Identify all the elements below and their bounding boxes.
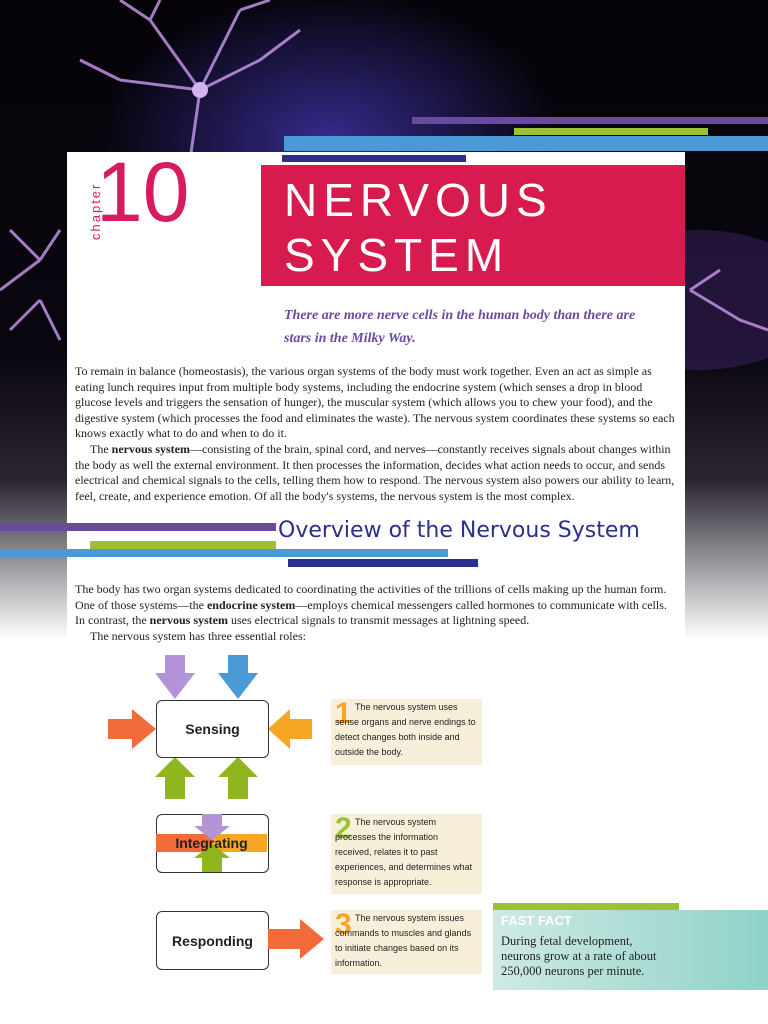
decor-stripe	[0, 523, 276, 531]
role-note-2: 2 The nervous system processes the infor…	[331, 814, 482, 894]
role-note-1: 1 The nervous system uses sense organs a…	[331, 699, 482, 765]
section-paragraph-2: The nervous system has three essential r…	[90, 628, 306, 643]
integrating-label-wrap: Integrating	[156, 814, 267, 871]
chapter-title-line2: SYSTEM	[284, 229, 510, 281]
converging-arrows-icon	[156, 814, 267, 872]
intro-text: To remain in balance (homeostasis), the …	[75, 364, 678, 504]
note-number: 1	[335, 697, 352, 730]
note-text: The nervous system uses sense organs and…	[335, 702, 476, 757]
intro-paragraph-2: The nervous system—consisting of the bra…	[75, 441, 675, 503]
note-text: The nervous system issues commands to mu…	[335, 913, 472, 968]
down-arrow-icon	[218, 655, 258, 699]
right-arrow-icon	[108, 709, 156, 749]
up-arrow-icon	[155, 757, 195, 799]
role-note-3: 3 The nervous system issues commands to …	[331, 910, 482, 974]
left-arrow-icon	[268, 709, 312, 749]
fast-fact-box: FAST FACT During fetal development, neur…	[493, 910, 768, 990]
section-heading: Overview of the Nervous System	[278, 518, 640, 543]
responding-label: Responding	[172, 932, 253, 949]
decor-stripe	[412, 117, 768, 124]
right-arrow-icon	[268, 919, 324, 959]
note-text: The nervous system processes the informa…	[335, 817, 473, 887]
decor-stripe	[90, 541, 276, 549]
pull-quote: There are more nerve cells in the human …	[284, 308, 636, 346]
up-arrow-icon	[218, 757, 258, 799]
chapter-title-line1: NERVOUS	[284, 174, 553, 226]
decor-stripe	[493, 903, 679, 910]
integrating-label: Integrating	[175, 834, 248, 851]
sensing-box: Sensing	[156, 700, 269, 758]
note-number: 3	[335, 908, 352, 941]
chapter-number: 10	[96, 145, 190, 239]
decor-stripe	[284, 136, 768, 151]
intro-paragraph-1: To remain in balance (homeostasis), the …	[75, 364, 675, 441]
decor-stripe	[0, 549, 448, 557]
chapter-title-box: NERVOUS SYSTEM	[261, 165, 685, 286]
chapter-label: chapter	[88, 182, 103, 240]
note-number: 2	[335, 812, 352, 845]
fast-fact-text: During fetal development, neurons grow a…	[501, 934, 657, 978]
section-paragraph-1: The body has two organ systems dedicated…	[75, 582, 667, 628]
decor-stripe	[282, 155, 466, 162]
decor-stripe	[288, 559, 478, 567]
down-arrow-icon	[155, 655, 195, 699]
decor-stripe	[514, 128, 708, 135]
sensing-label: Sensing	[185, 721, 240, 737]
fast-fact-heading: FAST FACT	[501, 913, 572, 928]
section-text: The body has two organ systems dedicated…	[75, 582, 678, 644]
responding-box: Responding	[156, 911, 269, 970]
